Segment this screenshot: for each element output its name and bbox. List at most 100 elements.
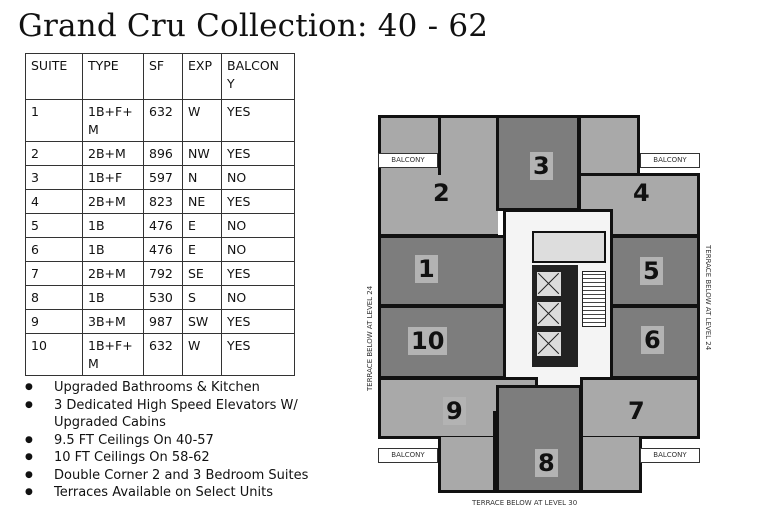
cell-sf: 792 (143, 261, 183, 286)
cell-suite: 2 (25, 141, 83, 166)
balcony-nw: BALCONY (378, 153, 438, 168)
cell-suite: 3 (25, 165, 83, 190)
cell-balcony: NO (221, 237, 295, 262)
balcony-sw: BALCONY (378, 448, 438, 463)
cell-balcony: YES (221, 189, 295, 214)
cell-sf: 476 (143, 213, 183, 238)
cell-exp: W (182, 99, 222, 142)
core-wall (532, 231, 606, 263)
cell-balcony: YES (221, 261, 295, 286)
cell-suite: 4 (25, 189, 83, 214)
cell-type: 2B+M (82, 141, 144, 166)
cell-sf: 823 (143, 189, 183, 214)
cell-type: 1B+F+ M (82, 333, 144, 376)
cell-suite: 6 (25, 237, 83, 262)
balcony-se: BALCONY (640, 448, 700, 463)
elevator-icon (536, 331, 562, 357)
cell-balcony: NO (221, 165, 295, 190)
cell-suite: 5 (25, 213, 83, 238)
feature-item: Double Corner 2 and 3 Bedroom Suites (25, 467, 315, 485)
unit-label-3: 3 (530, 152, 553, 180)
feature-item: 10 FT Ceilings On 58-62 (25, 449, 315, 467)
cell-sf: 476 (143, 237, 183, 262)
elevator-icon (536, 301, 562, 327)
unit-7 (580, 377, 700, 439)
cell-sf: 896 (143, 141, 183, 166)
cell-exp: E (182, 213, 222, 238)
col-header-sf: SF (143, 53, 183, 100)
cell-type: 2B+M (82, 261, 144, 286)
cell-sf: 597 (143, 165, 183, 190)
cell-balcony: NO (221, 213, 295, 238)
cell-balcony: YES (221, 141, 295, 166)
cell-suite: 1 (25, 99, 83, 142)
unit-4 (578, 115, 640, 175)
col-header-balcony: BALCON Y (221, 53, 295, 100)
cell-type: 1B+F+ M (82, 99, 144, 142)
cell-exp: S (182, 285, 222, 310)
feature-item: 9.5 FT Ceilings On 40-57 (25, 432, 315, 450)
feature-item: 3 Dedicated High Speed Elevators W/ Upgr… (25, 397, 315, 432)
unit-9-bottom (438, 437, 500, 493)
col-header-type: TYPE (82, 53, 144, 100)
unit-label-10: 10 (408, 327, 448, 355)
cell-balcony: YES (221, 99, 295, 142)
cell-type: 1B+F (82, 165, 144, 190)
unit-label-2: 2 (433, 179, 450, 207)
unit-label-9: 9 (443, 397, 466, 425)
cell-exp: SE (182, 261, 222, 286)
terrace-label-right: TERRACE BELOW AT LEVEL 24 (704, 245, 712, 351)
cell-type: 1B (82, 237, 144, 262)
terrace-label-bottom: TERRACE BELOW AT LEVEL 30 (472, 499, 578, 507)
col-header-suite: SUITE (25, 53, 83, 100)
cell-exp: E (182, 237, 222, 262)
cell-type: 1B (82, 213, 144, 238)
elevator-icon (536, 271, 562, 297)
partition-wall (493, 411, 498, 493)
unit-label-6: 6 (641, 326, 664, 354)
cell-suite: 8 (25, 285, 83, 310)
cell-exp: NE (182, 189, 222, 214)
cell-balcony: YES (221, 309, 295, 334)
balcony-ne: BALCONY (640, 153, 700, 168)
cell-type: 2B+M (82, 189, 144, 214)
unit-label-7: 7 (628, 397, 645, 425)
unit-1 (378, 235, 506, 307)
floor-plan: BALCONY BALCONY BALCONY BALCONY 1 2 3 4 … (360, 95, 730, 528)
cell-balcony: NO (221, 285, 295, 310)
cell-exp: SW (182, 309, 222, 334)
page-title: Grand Cru Collection: 40 - 62 (18, 8, 489, 44)
unit-7-bottom (580, 437, 642, 493)
cell-sf: 530 (143, 285, 183, 310)
feature-list: Upgraded Bathrooms & Kitchen 3 Dedicated… (25, 379, 315, 502)
unit-2-top (438, 115, 500, 175)
cell-exp: W (182, 333, 222, 376)
cell-type: 1B (82, 285, 144, 310)
cell-exp: N (182, 165, 222, 190)
feature-item: Terraces Available on Select Units (25, 484, 315, 502)
unit-label-8: 8 (535, 449, 558, 477)
cell-type: 3B+M (82, 309, 144, 334)
cell-sf: 987 (143, 309, 183, 334)
cell-balcony: YES (221, 333, 295, 376)
cell-exp: NW (182, 141, 222, 166)
stair-icon (582, 271, 606, 327)
unit-label-4: 4 (633, 179, 650, 207)
cell-suite: 9 (25, 309, 83, 334)
unit-label-5: 5 (640, 257, 663, 285)
table-header-row: SUITE TYPE SF EXP BALCON Y (25, 53, 295, 100)
cell-sf: 632 (143, 99, 183, 142)
col-header-exp: EXP (182, 53, 222, 100)
cell-suite: 7 (25, 261, 83, 286)
feature-item: Upgraded Bathrooms & Kitchen (25, 379, 315, 397)
